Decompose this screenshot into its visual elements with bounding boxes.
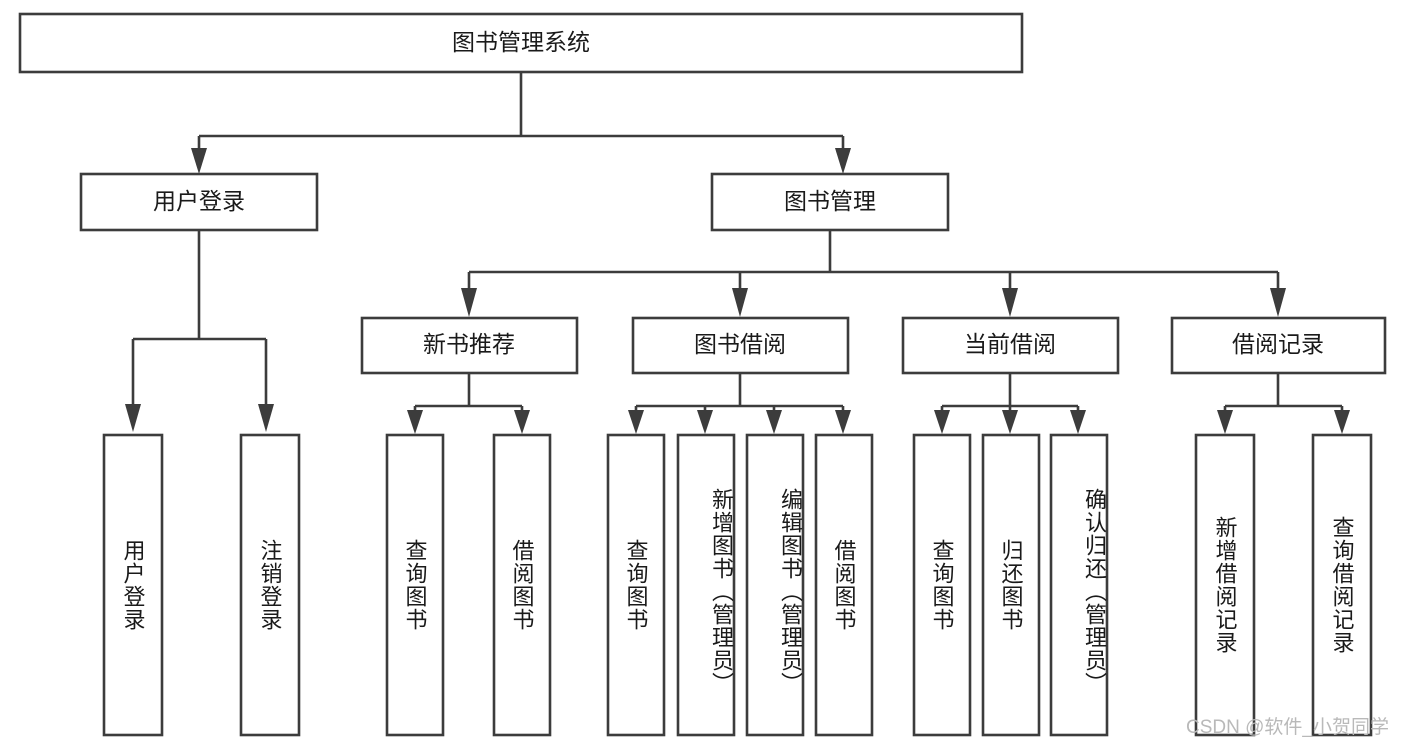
arrow-head-new-book-recommend <box>461 288 477 317</box>
node-borrow-record-label: 借阅记录 <box>1232 331 1324 357</box>
arrow-head-leaf-query-book-1 <box>407 410 423 434</box>
node-leaf-query-book-3[interactable] <box>912 433 972 737</box>
arrow-head-leaf-borrow-book-2 <box>835 410 851 434</box>
node-leaf-user-login[interactable] <box>102 433 164 737</box>
arrow-head-leaf-query-book-3 <box>934 410 950 434</box>
arrow-head-borrow-record <box>1270 288 1286 317</box>
node-leaf-borrow-book-1[interactable] <box>492 433 552 737</box>
node-new-book-recommend[interactable] <box>360 316 579 375</box>
node-borrow-record[interactable] <box>1170 316 1387 375</box>
connector-group-book-borrow <box>628 373 851 434</box>
arrow-head-current-borrow <box>1002 288 1018 317</box>
arrow-head-leaf-edit-book-admin <box>766 410 782 434</box>
csdn-watermark: CSDN @软件_小贺同学 <box>1186 717 1389 738</box>
arrow-head-leaf-query-borrow-record <box>1334 410 1350 434</box>
node-book-manage-label: 图书管理 <box>784 188 876 214</box>
arrow-head-leaf-logout-login <box>258 404 274 432</box>
node-leaf-logout-login[interactable] <box>239 433 301 737</box>
node-leaf-confirm-return-admin[interactable] <box>1049 433 1109 737</box>
arrow-head-leaf-borrow-book-1 <box>514 410 530 434</box>
node-leaf-query-book-1[interactable] <box>385 433 445 737</box>
connector-group-book-manage <box>461 230 1286 317</box>
node-leaf-query-borrow-record[interactable] <box>1311 433 1373 737</box>
arrow-head-leaf-add-book-admin <box>697 410 713 434</box>
node-current-borrow[interactable] <box>901 316 1120 375</box>
node-leaf-query-book-2[interactable] <box>606 433 666 737</box>
node-root-label: 图书管理系统 <box>452 29 590 55</box>
node-current-borrow-label: 当前借阅 <box>964 331 1056 357</box>
node-book-borrow[interactable] <box>631 316 850 375</box>
node-user-login-label: 用户登录 <box>153 188 245 214</box>
node-book-borrow-label: 图书借阅 <box>694 331 786 357</box>
node-leaf-return-book[interactable] <box>981 433 1041 737</box>
arrow-head-bookmanage <box>835 148 851 174</box>
connector-group-borrow-record <box>1217 373 1350 434</box>
arrow-head-book-borrow <box>732 288 748 317</box>
connector-group-root <box>191 72 851 174</box>
arrow-head-leaf-user-login <box>125 404 141 432</box>
node-user-login[interactable] <box>79 172 319 232</box>
connector-group-new-book-recommend <box>407 373 530 434</box>
node-leaf-add-book-admin[interactable] <box>676 433 736 737</box>
connector-group-user-login <box>125 230 274 432</box>
node-leaf-borrow-book-2[interactable] <box>814 433 874 737</box>
arrow-head-leaf-confirm-return-admin <box>1070 410 1086 434</box>
node-leaf-add-borrow-record[interactable] <box>1194 433 1256 737</box>
connector-group-current-borrow <box>934 373 1086 434</box>
arrow-head-userlogin <box>191 148 207 174</box>
arrow-head-leaf-query-book-2 <box>628 410 644 434</box>
node-root[interactable] <box>18 12 1024 74</box>
arrow-head-leaf-add-borrow-record <box>1217 410 1233 434</box>
arrow-head-leaf-return-book <box>1002 410 1018 434</box>
node-leaf-edit-book-admin[interactable] <box>745 433 805 737</box>
node-new-book-recommend-label: 新书推荐 <box>423 331 515 357</box>
